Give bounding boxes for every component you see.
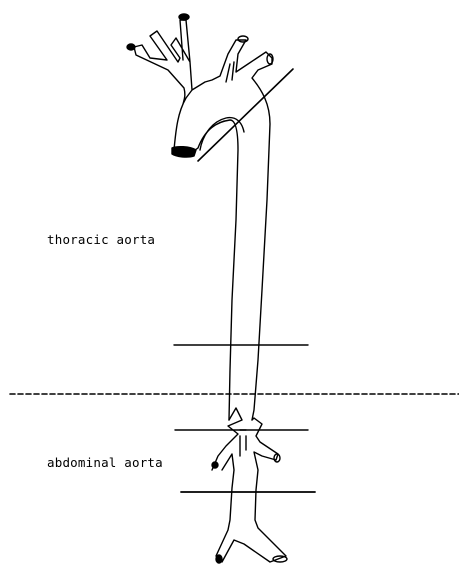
thoracic-aorta-outline [134, 20, 272, 420]
renal-left-end [212, 462, 218, 468]
aortic-root [172, 147, 196, 157]
brachiocephalic-end [127, 44, 135, 50]
right-iliac-end [273, 556, 287, 562]
thoracic-aorta-label: thoracic aorta [47, 232, 155, 247]
arch-cut-line [198, 69, 293, 161]
carotid-end [179, 14, 189, 20]
abdominal-aorta-label: abdominal aorta [47, 455, 163, 470]
left-subclavian-end [238, 36, 248, 42]
left-iliac-end [216, 555, 222, 563]
left-subclavian-detail [226, 62, 234, 82]
abdominal-aorta-outline [212, 408, 286, 562]
renal-branch-detail [240, 430, 246, 456]
